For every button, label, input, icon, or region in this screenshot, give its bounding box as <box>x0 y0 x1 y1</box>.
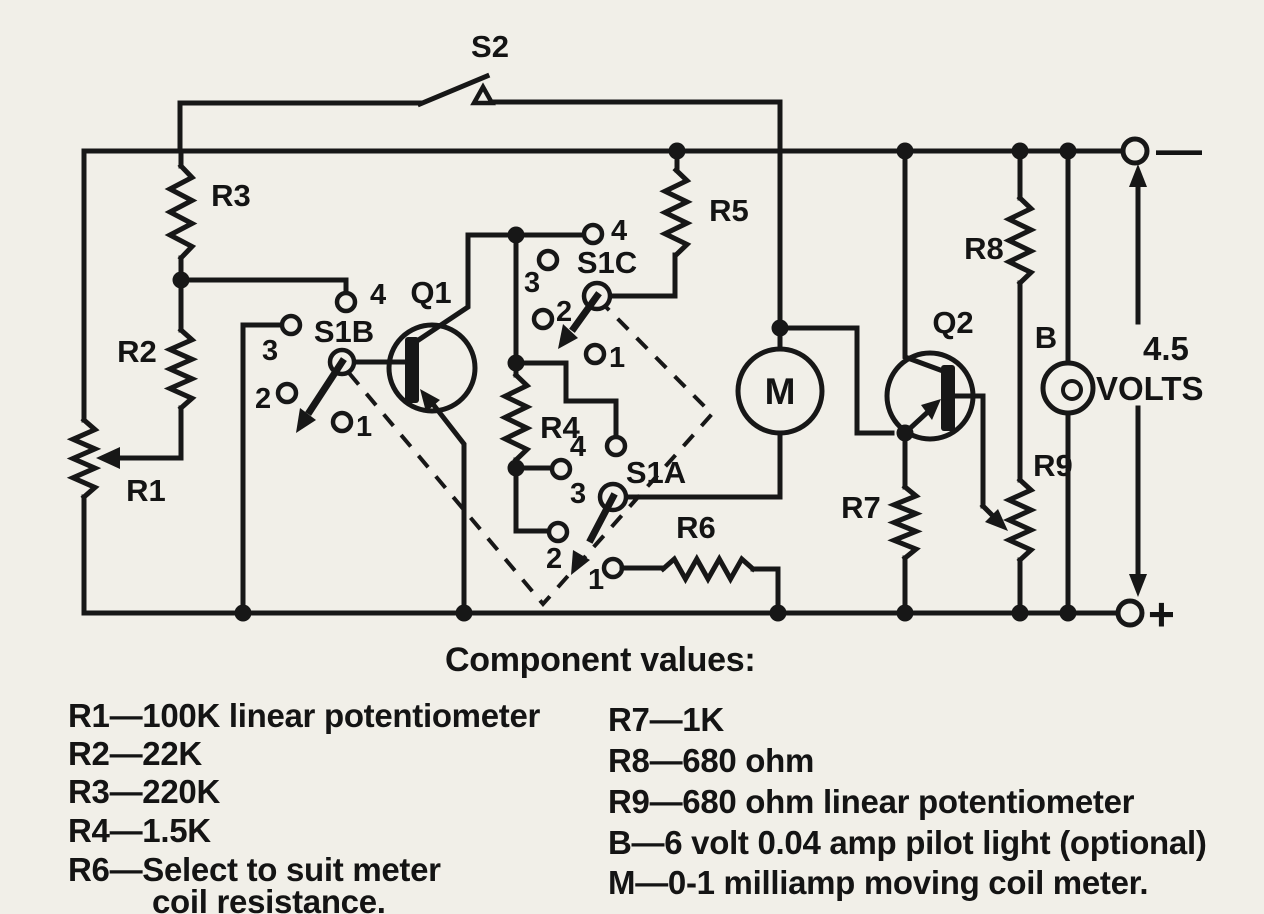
s1c-contact-3 <box>536 248 560 272</box>
plus-sign: + <box>1148 588 1175 640</box>
plus-terminal <box>1115 598 1145 628</box>
s1a-1: 1 <box>588 564 604 596</box>
resistor-r8: R8 <box>964 148 1037 483</box>
battery-terminals: — + 4.5 VOLTS <box>1096 123 1204 640</box>
resistor-r5: R5 <box>659 148 749 259</box>
legend: Component values: R1—100K linear potenti… <box>68 641 1207 914</box>
legend-left-line: R1—100K linear potentiometer <box>68 697 541 734</box>
resistor-r2: R2 <box>109 277 199 461</box>
legend-right-line: R9—680 ohm linear potentiometer <box>608 783 1135 820</box>
s1b-contact-4 <box>334 290 358 314</box>
r1-wiper-arrow-icon <box>96 447 120 469</box>
legend-right-line: B—6 volt 0.04 amp pilot light (optional) <box>608 824 1207 861</box>
label-r3: R3 <box>211 178 251 213</box>
q1-base-bar <box>405 337 419 403</box>
junction-dots <box>172 142 1077 622</box>
resistor-r6: R6 <box>619 510 781 616</box>
label-s1c: S1C <box>577 245 637 280</box>
legend-left-line: R6—Select to suit meter <box>68 851 441 888</box>
s1a-contact-4 <box>604 434 628 458</box>
voltage-value: 4.5 <box>1143 330 1189 367</box>
s1c-wiper-arrow-icon <box>558 324 578 349</box>
switch-s1b: 4 3 2 1 S1B <box>178 277 407 616</box>
s1a-4: 4 <box>570 431 586 463</box>
label-s1a: S1A <box>626 455 686 490</box>
minus-terminal <box>1120 136 1150 166</box>
label-meter: M <box>765 371 796 412</box>
s2-blade <box>416 72 491 108</box>
lamp-filament-icon <box>1061 379 1083 401</box>
s1c-contact-4 <box>581 222 605 246</box>
switch-s1c: 4 3 2 1 S1C <box>513 215 678 374</box>
q2-emitter-arrow-icon <box>921 399 941 420</box>
s1a-3: 3 <box>570 478 586 510</box>
s1b-4: 4 <box>370 279 386 311</box>
s1c-contact-2 <box>531 307 555 331</box>
switch-s1a: 4 3 2 1 S1A <box>546 431 781 596</box>
transistor-q2: Q2 <box>884 148 1008 531</box>
gang-link-dashed-line <box>347 303 715 608</box>
label-r1: R1 <box>126 473 166 508</box>
label-q1: Q1 <box>410 275 451 310</box>
arrow-up-icon <box>1129 164 1147 187</box>
s1b-wiper-arrow-icon <box>296 408 316 433</box>
s1b-2: 2 <box>255 383 271 415</box>
s1c-1: 1 <box>609 342 625 374</box>
potentiometer-r1: R1 <box>66 416 166 508</box>
label-r8: R8 <box>964 231 1004 266</box>
label-lamp: B <box>1035 320 1057 355</box>
q1-emitter-arrow-icon <box>420 389 440 412</box>
legend-left-line: coil resistance. <box>152 883 386 914</box>
label-r7: R7 <box>841 490 881 525</box>
resistor-r3: R3 <box>164 148 251 283</box>
s1b-contact-1 <box>330 410 354 434</box>
s1c-contact-1 <box>583 342 607 366</box>
arrow-down-icon <box>1129 574 1147 597</box>
s1a-2: 2 <box>546 543 562 575</box>
s1a-contact-1 <box>601 556 625 580</box>
s1b-contact-2 <box>275 381 299 405</box>
top-rail <box>81 148 1126 616</box>
label-r4: R4 <box>540 410 580 445</box>
label-r5: R5 <box>709 193 749 228</box>
s1a-contact-2 <box>546 520 570 544</box>
label-r6: R6 <box>676 510 716 545</box>
q2-base-bar <box>941 365 955 431</box>
s1b-contact-3 <box>279 313 303 337</box>
legend-left-line: R2—22K <box>68 735 202 772</box>
label-r2: R2 <box>117 334 157 369</box>
s1b-1: 1 <box>356 411 372 443</box>
s1c-3: 3 <box>524 267 540 299</box>
label-s2: S2 <box>471 29 509 64</box>
s1b-3: 3 <box>262 335 278 367</box>
meter-m: M <box>735 148 895 500</box>
s1a-contact-3 <box>549 457 573 481</box>
transistor-q1: Q1 <box>386 232 587 616</box>
resistor-r7: R7 <box>841 430 923 616</box>
lamp-b: B <box>1035 148 1096 616</box>
lamp-circle <box>1040 360 1096 416</box>
label-q2: Q2 <box>932 305 973 340</box>
legend-left-line: R3—220K <box>68 773 220 810</box>
label-s1b: S1B <box>314 314 374 349</box>
minus-sign: — <box>1156 123 1202 175</box>
legend-left-line: R4—1.5K <box>68 812 211 849</box>
s1c-2: 2 <box>556 296 572 328</box>
legend-right-line: R8—680 ohm <box>608 742 814 779</box>
s2-contact-icon <box>470 82 496 106</box>
resistor-r4: R4 <box>499 360 619 534</box>
switch-s2: S2 <box>177 29 783 154</box>
legend-heading: Component values: <box>445 641 755 679</box>
voltage-unit: VOLTS <box>1096 370 1204 407</box>
r9-wiper-arrow-icon <box>985 509 1008 531</box>
s1c-4: 4 <box>611 215 627 247</box>
legend-right-line: R7—1K <box>608 701 724 738</box>
legend-right-line: M—0-1 milliamp moving coil meter. <box>608 864 1148 901</box>
